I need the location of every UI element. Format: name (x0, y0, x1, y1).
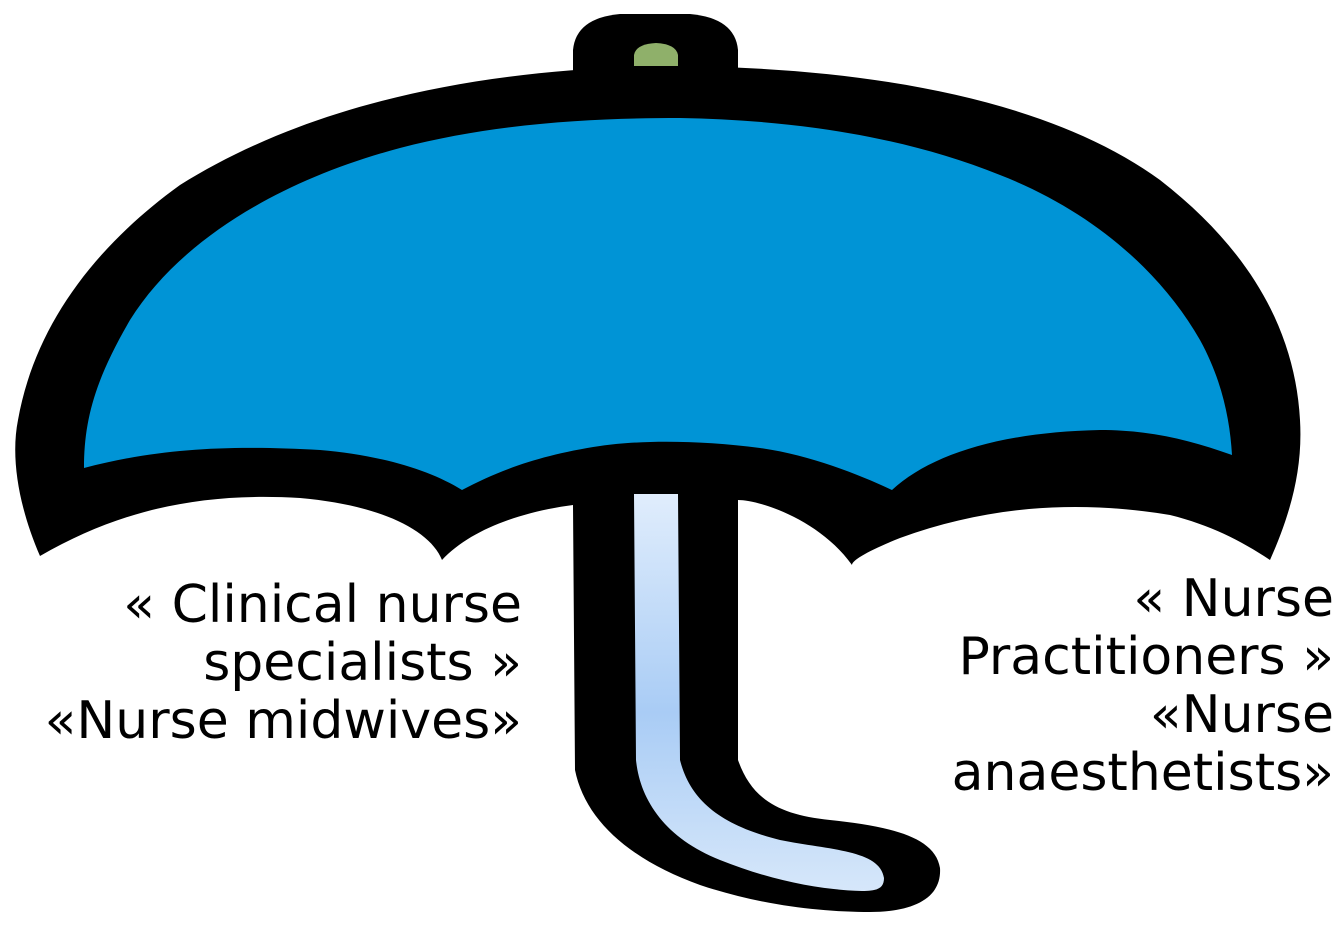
nurse-anaesthetists-label-line1: «Nurse (1149, 685, 1334, 745)
umbrella-canopy (84, 118, 1232, 490)
clinical-nurse-label-line1: « Clinical nurse (123, 575, 522, 635)
umbrella-handle (634, 494, 884, 891)
nurse-practitioners-label-line2: Practitioners » (958, 627, 1334, 687)
umbrella-tip-outline (573, 14, 738, 72)
right-label-group: « Nurse Practitioners » «Nurse anaesthet… (952, 570, 1334, 802)
left-label-group: « Clinical nurse specialists » «Nurse mi… (45, 576, 522, 750)
umbrella-tip (634, 43, 678, 66)
clinical-nurse-label-line2: specialists » (203, 633, 522, 693)
nurse-practitioners-label-line1: « Nurse (1133, 569, 1334, 629)
nurse-anaesthetists-label-line2: anaesthetists» (951, 743, 1334, 803)
nurse-midwives-label: «Nurse midwives» (44, 691, 522, 751)
